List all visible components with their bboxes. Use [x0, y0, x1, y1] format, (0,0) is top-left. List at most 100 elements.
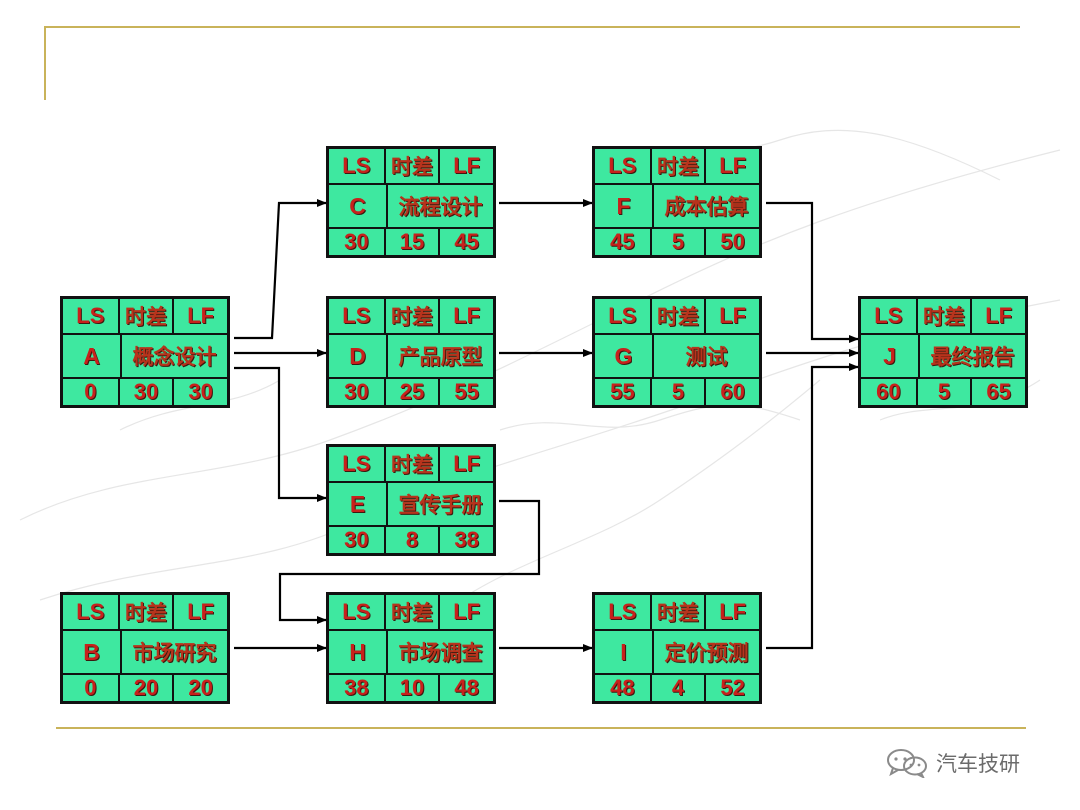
lf-header: LF — [704, 595, 759, 629]
frame-left-line — [44, 26, 46, 100]
task-name: 流程设计 — [386, 185, 493, 227]
task-name: 定价预测 — [652, 631, 759, 673]
ls-value: 48 — [610, 675, 635, 700]
lf-value: 50 — [704, 229, 759, 255]
watermark: 汽车技研 — [884, 748, 1020, 778]
wechat-icon — [887, 749, 927, 778]
slack-value: 25 — [383, 379, 439, 405]
ls-header: LS — [342, 303, 371, 328]
task-id: I — [620, 638, 627, 665]
slack-header: 时差 — [915, 299, 971, 333]
task-id: D — [349, 342, 366, 369]
lf-value: 52 — [704, 675, 759, 701]
task-name: 产品原型 — [386, 335, 493, 377]
task-name: 成本估算 — [652, 185, 759, 227]
ls-header: LS — [608, 153, 637, 178]
task-id: B — [83, 638, 100, 665]
slack-value: 30 — [117, 379, 173, 405]
ls-header: LS — [608, 303, 637, 328]
edge-F-J — [766, 201, 859, 343]
slack-header: 时差 — [649, 299, 705, 333]
ls-value: 30 — [344, 527, 369, 552]
slack-value: 15 — [383, 229, 439, 255]
edge-E-H — [278, 499, 541, 624]
lf-value: 65 — [970, 379, 1025, 405]
slack-value: 5 — [915, 379, 971, 405]
lf-value: 48 — [438, 675, 493, 701]
task-id: G — [614, 342, 633, 369]
lf-header: LF — [438, 447, 493, 481]
ls-header: LS — [342, 599, 371, 624]
task-id: E — [349, 490, 366, 517]
ls-value: 0 — [84, 675, 97, 700]
task-name: 概念设计 — [120, 335, 227, 377]
lf-header: LF — [172, 595, 227, 629]
frame-bottom-line — [56, 727, 1026, 729]
lf-header: LF — [438, 299, 493, 333]
ls-value: 60 — [876, 379, 901, 404]
ls-header: LS — [342, 153, 371, 178]
edge-I-J — [766, 363, 859, 650]
watermark-text: 汽车技研 — [936, 752, 1020, 776]
lf-value: 30 — [172, 379, 227, 405]
slack-value: 8 — [383, 527, 439, 553]
ls-header: LS — [342, 451, 371, 476]
task-id: C — [349, 192, 366, 219]
slack-value: 5 — [649, 379, 705, 405]
slack-header: 时差 — [649, 149, 705, 183]
slack-value: 10 — [383, 675, 439, 701]
task-name: 市场调查 — [386, 631, 493, 673]
ls-value: 30 — [344, 379, 369, 404]
lf-header: LF — [704, 299, 759, 333]
edge-A-E — [234, 366, 327, 502]
edge-A-C — [234, 199, 327, 340]
lf-header: LF — [704, 149, 759, 183]
task-id: F — [616, 192, 631, 219]
lf-value: 45 — [438, 229, 493, 255]
slack-header: 时差 — [117, 299, 173, 333]
slack-header: 时差 — [383, 149, 439, 183]
ls-header: LS — [76, 599, 105, 624]
lf-header: LF — [438, 595, 493, 629]
task-id: A — [83, 342, 100, 369]
ls-value: 45 — [610, 229, 635, 254]
ls-header: LS — [874, 303, 903, 328]
slack-value: 20 — [117, 675, 173, 701]
slack-value: 4 — [649, 675, 705, 701]
ls-value: 38 — [344, 675, 369, 700]
ls-value: 55 — [610, 379, 635, 404]
task-id: H — [349, 638, 366, 665]
slack-header: 时差 — [383, 595, 439, 629]
ls-header: LS — [76, 303, 105, 328]
slack-header: 时差 — [383, 299, 439, 333]
lf-value: 20 — [172, 675, 227, 701]
task-name: 市场研究 — [120, 631, 227, 673]
slack-header: 时差 — [383, 447, 439, 481]
ls-value: 30 — [344, 229, 369, 254]
lf-value: 60 — [704, 379, 759, 405]
ls-header: LS — [608, 599, 637, 624]
slack-header: 时差 — [117, 595, 173, 629]
lf-value: 55 — [438, 379, 493, 405]
frame-top-line — [44, 26, 1020, 28]
lf-value: 38 — [438, 527, 493, 553]
slack-value: 5 — [649, 229, 705, 255]
slack-header: 时差 — [649, 595, 705, 629]
task-name: 测试 — [652, 335, 759, 377]
ls-value: 0 — [84, 379, 97, 404]
task-name: 宣传手册 — [386, 483, 493, 525]
lf-header: LF — [438, 149, 493, 183]
task-name: 最终报告 — [918, 335, 1025, 377]
lf-header: LF — [172, 299, 227, 333]
